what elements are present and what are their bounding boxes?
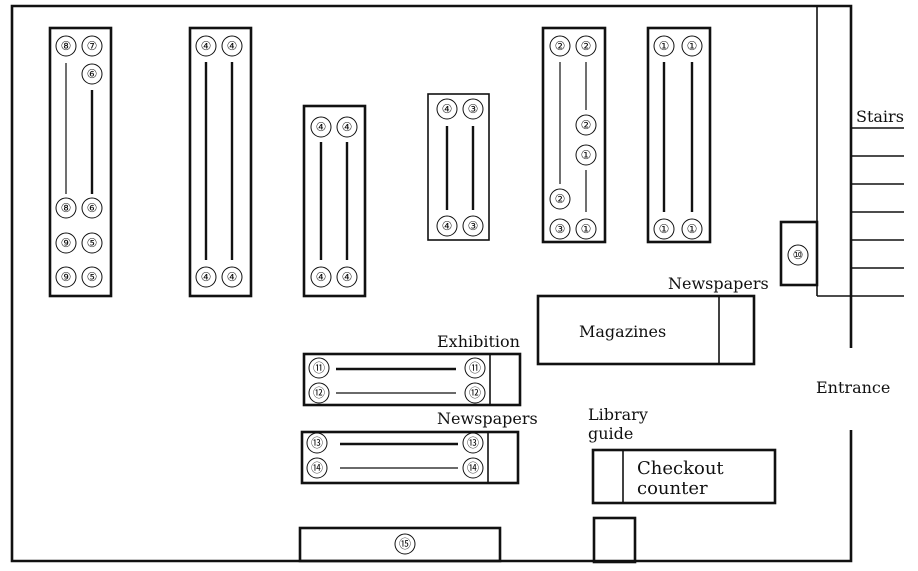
svg-text:⑭: ⑭ — [311, 461, 323, 475]
svg-text:④: ④ — [442, 219, 453, 233]
shelf-10 — [779, 220, 819, 287]
svg-text:④: ④ — [201, 270, 212, 284]
svg-text:①: ① — [687, 39, 698, 53]
newspapers-mid-label: Newspapers — [437, 409, 538, 428]
checkout-label-line1: Checkout — [637, 458, 724, 479]
svg-text:⑭: ⑭ — [467, 461, 479, 475]
svg-text:⑬: ⑬ — [311, 436, 323, 450]
svg-text:②: ② — [555, 192, 566, 206]
svg-text:⑪: ⑪ — [313, 361, 325, 375]
svg-text:⑬: ⑬ — [467, 436, 479, 450]
svg-text:⑧: ⑧ — [61, 201, 72, 215]
svg-text:②: ② — [555, 39, 566, 53]
outer-wall — [10, 4, 853, 563]
shelf-13-14: ⑬ ⑬ ⑭ ⑭ — [300, 430, 520, 485]
svg-text:①: ① — [659, 39, 670, 53]
shelf-15: ⑮ — [298, 526, 502, 563]
svg-text:④: ④ — [316, 270, 327, 284]
svg-text:⑨: ⑨ — [61, 236, 72, 250]
svg-text:⑪: ⑪ — [469, 361, 481, 375]
stairs-label: Stairs — [856, 107, 904, 126]
magazines-rack — [536, 294, 756, 366]
magazines-label: Magazines — [579, 322, 666, 341]
svg-text:①: ① — [581, 222, 592, 236]
shelf-b: ④ ④ ④ ④ — [188, 26, 253, 298]
svg-text:④: ④ — [342, 120, 353, 134]
svg-text:⑨: ⑨ — [61, 270, 72, 284]
checkout-counter — [591, 448, 777, 505]
svg-text:③: ③ — [468, 219, 479, 233]
svg-text:①: ① — [581, 148, 592, 162]
svg-text:④: ④ — [316, 120, 327, 134]
svg-text:⑥: ⑥ — [87, 201, 98, 215]
shelf-e: ② ② ② ① ② ③ ① — [541, 26, 607, 244]
guide-board — [592, 516, 637, 564]
library-guide-label-line2: guide — [588, 424, 633, 443]
svg-text:⑮: ⑮ — [399, 537, 411, 551]
svg-text:④: ④ — [342, 270, 353, 284]
svg-text:⑫: ⑫ — [469, 386, 481, 400]
svg-text:④: ④ — [201, 39, 212, 53]
shelf-c: ④ ④ ④ ④ — [302, 104, 367, 298]
shelf-11-12: ⑪ ⑪ ⑫ ⑫ — [302, 352, 522, 407]
svg-text:①: ① — [687, 222, 698, 236]
shelf-a: ⑧ ⑦ ⑥ ⑧ ⑥ ⑨ ⑤ ⑨ ⑤ — [48, 26, 113, 298]
shelf-d: ④ ③ ④ ③ — [427, 93, 490, 241]
newspapers-top-label: Newspapers — [668, 274, 769, 293]
checkout-label-line2: counter — [637, 478, 708, 499]
svg-text:⑫: ⑫ — [313, 386, 325, 400]
svg-text:⑧: ⑧ — [61, 39, 72, 53]
svg-text:⑤: ⑤ — [87, 236, 98, 250]
svg-text:③: ③ — [468, 102, 479, 116]
svg-text:⑥: ⑥ — [87, 67, 98, 81]
shelf-f: ① ① ① ① — [646, 26, 712, 244]
stairs-area — [816, 6, 904, 297]
library-guide-label-line1: Library — [588, 405, 648, 424]
svg-text:③: ③ — [555, 222, 566, 236]
svg-text:④: ④ — [227, 39, 238, 53]
entrance-label: Entrance — [816, 378, 890, 397]
svg-text:②: ② — [581, 118, 592, 132]
svg-text:⑤: ⑤ — [87, 270, 98, 284]
svg-text:②: ② — [581, 39, 592, 53]
svg-text:④: ④ — [442, 102, 453, 116]
svg-text:④: ④ — [227, 270, 238, 284]
shelf-10-number: ⑩ — [793, 248, 804, 262]
svg-text:⑦: ⑦ — [87, 39, 98, 53]
exhibition-label: Exhibition — [437, 332, 520, 351]
svg-text:①: ① — [659, 222, 670, 236]
